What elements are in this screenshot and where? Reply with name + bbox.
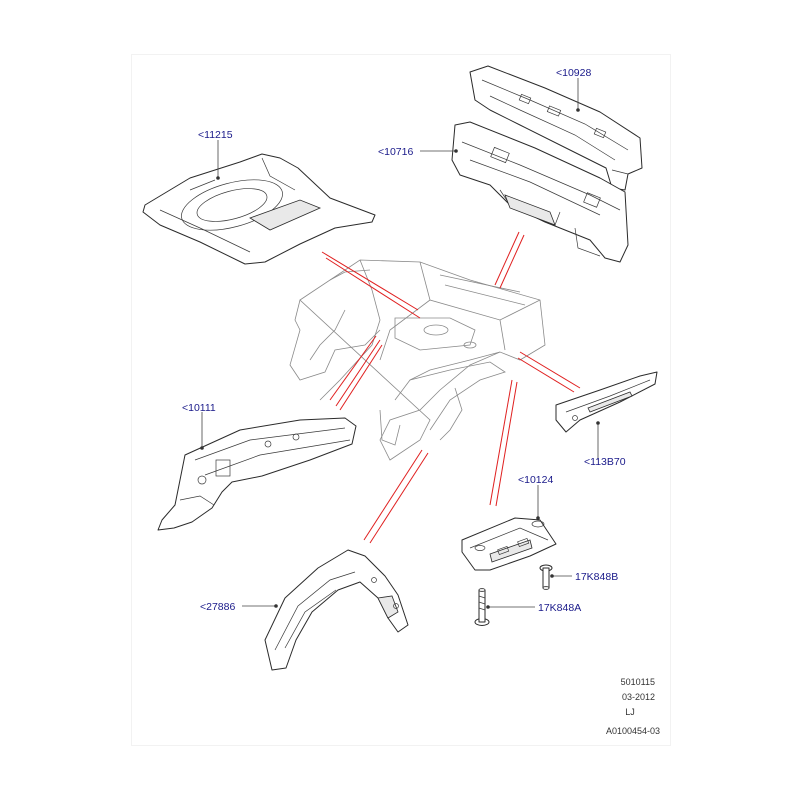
callout-17K848A: 17K848A (538, 602, 581, 614)
callout-113B70: <113B70 (584, 456, 626, 468)
footer-reference: 5010115 03-2012 LJ A0100454-03 (606, 677, 660, 736)
leader-dot-10716 (454, 149, 458, 153)
leader-dot-113B70 (596, 421, 600, 425)
footer-drawing-id: A0100454-03 (606, 726, 660, 736)
callout-10124: <10124 (518, 474, 553, 486)
footer-date: 03-2012 (622, 692, 655, 702)
part-113B70-sill-extension (555, 371, 658, 433)
leader-dot-10124 (536, 516, 540, 520)
bolt-17K848A (474, 588, 490, 626)
leader-dot-10928 (576, 108, 580, 112)
callout-10928: <10928 (556, 67, 591, 79)
part-10124-bracket-plate (461, 517, 557, 571)
part-10716-rear-panel (451, 121, 629, 263)
callout-11215: <11215 (198, 129, 233, 141)
part-11215-rear-floor-pan (142, 153, 376, 265)
part-27886-wheelarch (264, 549, 409, 671)
callout-27886: <27886 (200, 601, 235, 613)
leader-dot-11215 (216, 176, 220, 180)
indicator-lines (321, 231, 581, 544)
leader-dot-27886 (274, 604, 278, 608)
leader-dot-17K848B (550, 574, 554, 578)
leader-dot-10111 (200, 446, 204, 450)
part-10928-rear-crossmember (469, 65, 643, 191)
callout-10716: <10716 (378, 146, 413, 158)
footer-number: 5010115 (621, 677, 655, 687)
rear-floor-assembly-center (289, 259, 546, 461)
callout-10111: <10111 (182, 402, 216, 414)
footer-code: LJ (625, 707, 635, 717)
leader-dot-17K848A (486, 605, 490, 609)
callout-17K848B: 17K848B (575, 571, 618, 583)
bolt-17K848B (539, 564, 553, 590)
part-10111-rear-side-member (157, 417, 357, 531)
